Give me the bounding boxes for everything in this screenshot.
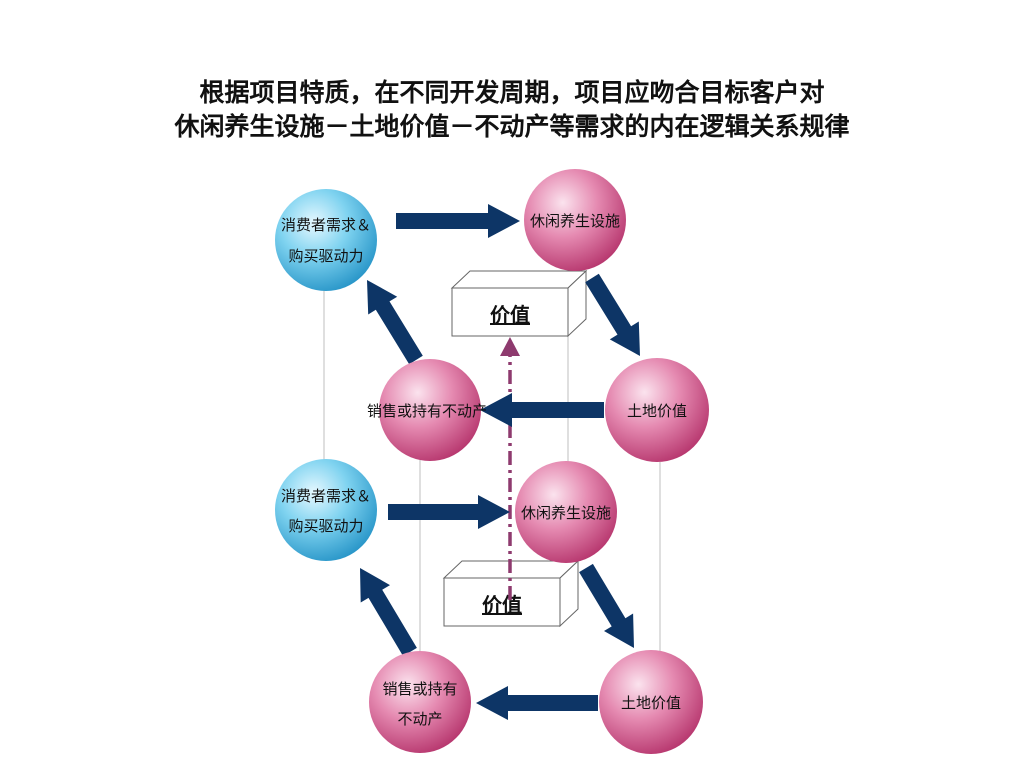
- value-box-top-label: 价值: [490, 303, 530, 327]
- arrow-facility-to-land-bottom: [579, 563, 634, 648]
- node-property-bottom: 销售或持有 不动产: [369, 651, 471, 753]
- arrow-facility-to-land-top: [585, 273, 640, 356]
- node-property-top: 销售或持有不动产: [367, 359, 487, 461]
- value-box-top-front: [451, 287, 569, 337]
- node-property-bottom-line1: 销售或持有: [382, 680, 457, 698]
- node-demand-top: 消费者需求＆ 购买驱动力: [275, 189, 377, 291]
- node-land-bottom-circle: [599, 650, 703, 754]
- node-facility-bottom-circle: [515, 461, 617, 563]
- node-facility-bottom: 休闲养生设施: [515, 461, 617, 563]
- node-facility-top-circle: [524, 169, 626, 271]
- flow-arrows: [360, 204, 640, 720]
- arrow-demand-to-facility-top: [396, 204, 520, 238]
- arrow-property-to-demand-top: [367, 280, 423, 365]
- value-box-bottom-front: [443, 577, 561, 627]
- node-demand-top-circle: [275, 189, 377, 291]
- node-property-bottom-circle: [369, 651, 471, 753]
- dashed-value-arrow-head: [500, 337, 520, 356]
- node-land-bottom: 土地价值: [599, 650, 703, 754]
- title-line-2: 休闲养生设施－土地价值－不动产等需求的内在逻辑关系规律: [174, 112, 850, 141]
- node-demand-top-line2: 购买驱动力: [288, 247, 363, 265]
- node-demand-bottom-line2: 购买驱动力: [288, 517, 363, 535]
- node-demand-bottom: 消费者需求＆ 购买驱动力: [275, 459, 377, 561]
- title-line-1: 根据项目特质，在不同开发周期，项目应吻合目标客户对: [199, 78, 825, 107]
- value-box-bottom-label: 价值: [482, 593, 522, 617]
- node-property-top-circle: [379, 359, 481, 461]
- node-demand-bottom-circle: [275, 459, 377, 561]
- arrow-demand-to-facility-bottom: [388, 495, 510, 529]
- value-box-bottom: 价值: [442, 559, 580, 628]
- node-land-bottom-label: 土地价值: [621, 694, 681, 712]
- node-land-top: 土地价值: [605, 358, 709, 462]
- node-demand-bottom-line1: 消费者需求＆: [281, 487, 371, 505]
- arrow-property-to-demand-bottom: [360, 568, 417, 657]
- node-facility-top-label: 休闲养生设施: [530, 212, 620, 230]
- arrow-land-to-property-bottom: [476, 686, 598, 720]
- arrow-land-to-property-top: [480, 393, 604, 427]
- node-demand-top-line1: 消费者需求＆: [281, 216, 371, 234]
- node-land-top-label: 土地价值: [627, 402, 687, 420]
- node-land-top-circle: [605, 358, 709, 462]
- node-property-bottom-line2: 不动产: [397, 710, 442, 728]
- connector-lines: [323, 270, 661, 652]
- node-property-top-label: 销售或持有不动产: [367, 402, 487, 420]
- node-facility-top: 休闲养生设施: [524, 169, 626, 271]
- node-facility-bottom-label: 休闲养生设施: [521, 504, 611, 522]
- value-box-top-face: [450, 270, 588, 289]
- value-box-top: 价值: [450, 269, 588, 338]
